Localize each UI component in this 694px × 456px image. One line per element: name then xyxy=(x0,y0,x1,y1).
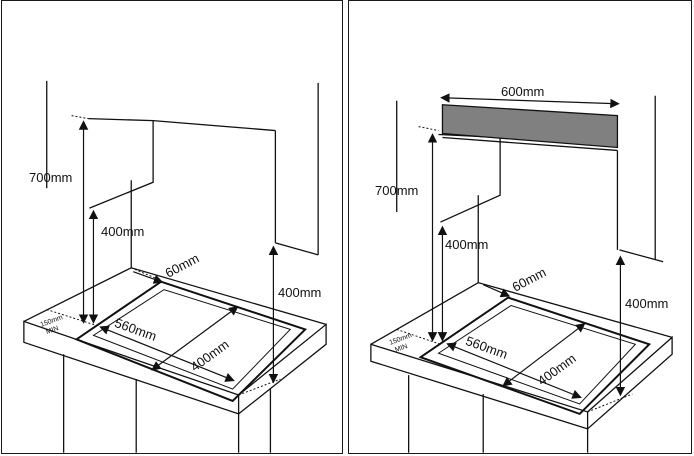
right-hood-width-label: 600mm xyxy=(501,84,545,99)
depth-400-dim xyxy=(151,306,239,371)
left-clearance-label: 400mm xyxy=(101,224,145,239)
hob-cutout xyxy=(418,296,652,416)
installation-diagram-right: 600mm 700mm 400mm 400mm 560mm 400mm 60mm… xyxy=(348,0,692,454)
left-diagram-drawing xyxy=(23,80,327,453)
right-diagram-drawing xyxy=(370,93,673,453)
left-height-label: 700mm xyxy=(29,170,73,185)
right-clearance-label: 400mm xyxy=(445,237,489,252)
right-height-label: 700mm xyxy=(375,183,419,198)
upper-cabinet xyxy=(438,133,501,223)
depth-400-dim xyxy=(502,322,586,387)
upper-cabinet xyxy=(88,117,154,209)
installation-diagram-left: 700mm 400mm 400mm 560mm 400mm 60mm 150mm… xyxy=(1,0,343,454)
left-side-label: 400mm xyxy=(278,285,322,300)
hood-width-600-dim xyxy=(440,93,620,109)
right-side-label: 400mm xyxy=(625,296,669,311)
cooker-hood xyxy=(441,104,619,149)
